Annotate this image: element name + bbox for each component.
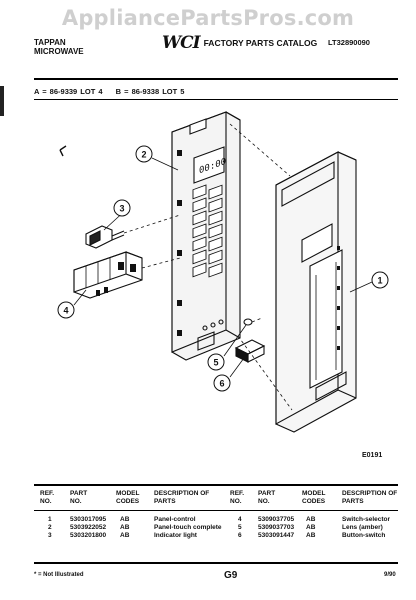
touch-panel-drawing: 00:00 [171, 111, 241, 361]
col-model-codes: MODEL CODES [116, 490, 140, 505]
col-ref-no: REF. NO. [40, 490, 55, 505]
svg-text:2: 2 [141, 150, 146, 160]
table-header-rule [34, 510, 398, 511]
catalog-header: WCI FACTORY PARTS CATALOG [162, 33, 317, 53]
lots-rule [34, 99, 398, 100]
right-row-2-part: 5309037703 [258, 524, 295, 531]
lot-a: A = 86-9339 LOT 4 [34, 87, 103, 96]
callout-3: 3 [113, 199, 131, 217]
callout-4: 4 [57, 301, 75, 319]
col-description-right: DESCRIPTION OF PARTS [342, 490, 398, 505]
lens-drawing [243, 318, 253, 326]
svg-text:5: 5 [213, 358, 218, 368]
indicator-light-drawing [85, 225, 125, 249]
right-row-3-ref: 6 [238, 532, 242, 539]
right-row-1-ref: 4 [238, 516, 242, 523]
callout-6: 6 [213, 374, 231, 392]
left-row-3-part: 5303201800 [70, 532, 107, 539]
callout-2: 2 [135, 145, 153, 163]
left-row-1-desc: Panel-control [154, 516, 196, 523]
right-row-3-desc: Button-switch [342, 532, 386, 539]
brand-line-2: MICROWAVE [34, 47, 84, 56]
left-row-1-part: 5303017095 [70, 516, 107, 523]
watermark: AppliancePartsPros.com [61, 6, 355, 30]
left-row-2-part: 5303922052 [70, 524, 107, 531]
left-row-2-codes: AB [120, 524, 130, 531]
control-panel-drawing [275, 151, 357, 433]
right-row-3-part: 5303091447 [258, 532, 295, 539]
right-row-1-desc: Switch-selector [342, 516, 391, 523]
header-rule [34, 78, 398, 80]
wci-logo: WCI [162, 33, 201, 53]
brand-block: TAPPAN MICROWAVE [34, 38, 84, 56]
left-row-2-desc: Panel-touch complete [154, 524, 222, 531]
callout-1: 1 [371, 271, 389, 289]
left-row-1-ref: 1 [48, 516, 52, 523]
left-row-3-desc: Indicator light [154, 532, 197, 539]
lot-b: B = 86-9338 LOT 5 [115, 87, 185, 96]
right-row-2-codes: AB [306, 524, 316, 531]
left-row-3-ref: 3 [48, 532, 52, 539]
exploded-parts-diagram: 00:00 [57, 111, 389, 433]
catalog-title: FACTORY PARTS CATALOG [203, 38, 318, 48]
not-illustrated-note: * = Not Illustrated [34, 572, 84, 578]
right-row-1-part: 5309037705 [258, 516, 295, 523]
col-model-codes-right: MODEL CODES [302, 490, 326, 505]
svg-text:1: 1 [377, 276, 382, 286]
margin-tick-mark [59, 145, 67, 157]
scan-margin-mark [0, 86, 4, 116]
brand-line-1: TAPPAN [34, 38, 66, 47]
col-description: DESCRIPTION OF PARTS [154, 490, 210, 505]
col-part-no-right: PART NO. [258, 490, 276, 505]
left-row-3-codes: AB [120, 532, 130, 539]
table-top-rule [34, 484, 398, 486]
right-row-1-codes: AB [306, 516, 316, 523]
right-row-2-desc: Lens (amber) [342, 524, 383, 531]
right-row-2-ref: 5 [238, 524, 242, 531]
left-row-1-codes: AB [120, 516, 130, 523]
svg-text:3: 3 [119, 204, 124, 214]
switch-selector-drawing [73, 251, 143, 299]
table-bottom-rule [34, 562, 398, 564]
button-switch-drawing [234, 339, 266, 363]
callout-5: 5 [207, 353, 225, 371]
col-part-no: PART NO. [70, 490, 88, 505]
page-date: 9/90 [384, 572, 396, 578]
page-number: G9 [224, 570, 238, 581]
col-ref-no-right: REF. NO. [230, 490, 245, 505]
catalog-number: LT32890090 [328, 38, 370, 47]
diagram-code: E0191 [362, 452, 383, 459]
lot-codes: A = 86-9339 LOT 4 B = 86-9338 LOT 5 [34, 87, 194, 96]
svg-text:4: 4 [63, 306, 68, 316]
svg-text:6: 6 [219, 379, 224, 389]
right-row-3-codes: AB [306, 532, 316, 539]
left-row-2-ref: 2 [48, 524, 52, 531]
